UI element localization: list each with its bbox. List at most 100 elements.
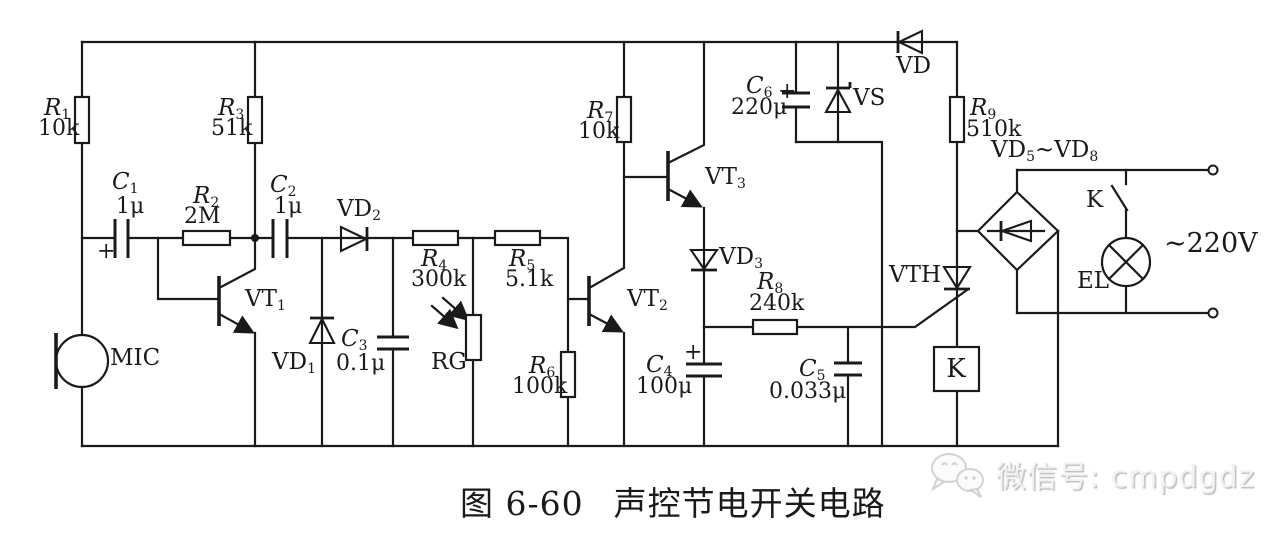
- label-c6: C6: [746, 75, 773, 101]
- c6-subscript: 6: [763, 85, 773, 101]
- wire-k-contact: [1110, 168, 1129, 240]
- c1-subscript: 1: [129, 181, 139, 197]
- capacitor-c3-symbol: [377, 335, 409, 351]
- diode-vd3-symbol: [689, 248, 719, 272]
- label-r1-value: 10k: [38, 116, 80, 141]
- resistor-r7-symbol: [615, 95, 633, 144]
- r1-subscript: 1: [61, 107, 71, 123]
- wire-bridge-links: [955, 168, 1060, 448]
- label-r7: R7: [587, 98, 613, 126]
- wire-vt3-collector: [668, 40, 706, 164]
- label-vt1: VT1: [245, 286, 286, 314]
- label-c1-value: 1μ: [116, 194, 145, 219]
- resistor-r1-symbol: [73, 95, 91, 145]
- r2-designator: R: [193, 183, 211, 209]
- r8-subscript: 8: [774, 281, 784, 297]
- wire-vt1-base: [156, 236, 221, 301]
- wire-gate-row: [702, 288, 969, 329]
- label-c4: C4: [646, 354, 673, 380]
- label-r5: R5: [509, 246, 536, 274]
- vt1-designator: VT: [245, 286, 277, 312]
- label-vd: VD: [896, 53, 932, 79]
- vd3-designator: VD: [719, 244, 755, 270]
- r1-designator: R: [44, 95, 62, 121]
- label-el: EL: [1077, 268, 1110, 294]
- label-vt3: VT3: [705, 166, 746, 192]
- label-mic: MIC: [110, 345, 161, 371]
- r6-subscript: 6: [546, 365, 556, 381]
- r3-designator: R: [218, 95, 236, 121]
- resistor-r5-symbol: [493, 229, 542, 247]
- ac-terminal-upper: [1207, 164, 1219, 176]
- label-rg: RG: [431, 349, 467, 375]
- resistor-r2-symbol: [181, 229, 232, 247]
- diode-vd1-symbol: [308, 316, 336, 345]
- wire-vt2-emitter-arrow: [589, 313, 624, 333]
- wire-filter-ground: [794, 140, 884, 448]
- bridge-rectifier-symbol: [976, 190, 1060, 272]
- resistor-r8-symbol: [751, 318, 799, 336]
- c3-subscript: 3: [358, 338, 368, 354]
- wire-vt3-emitter-arrow: [668, 188, 703, 208]
- label-c6-value: 220μ: [731, 95, 788, 120]
- r5-subscript: 5: [526, 258, 536, 274]
- resistor-r4-symbol: [411, 229, 460, 247]
- label-c2: C2: [270, 172, 297, 200]
- r4-subscript: 4: [438, 258, 448, 274]
- c5-designator: C: [799, 356, 817, 382]
- resistor-r9-symbol: [948, 95, 966, 144]
- label-vth: VTH: [889, 262, 942, 288]
- vd3-subscript: 3: [754, 256, 763, 272]
- wire-vt1-emitter-arrow: [219, 313, 255, 334]
- wechat-icon: [930, 453, 984, 498]
- microphone-symbol: [54, 333, 110, 389]
- vt2-subscript: 2: [658, 298, 668, 314]
- label-r8: R8: [757, 269, 784, 297]
- r6-designator: R: [529, 353, 547, 379]
- vd8-designator: ~VD: [1034, 137, 1090, 163]
- vd1-designator: VD: [272, 349, 308, 375]
- c2-designator: C: [270, 172, 288, 198]
- diode-vd-symbol: [896, 29, 924, 55]
- c2-subscript: 2: [287, 184, 297, 200]
- relay-k-symbol: [932, 345, 981, 393]
- label-vd5-vd8: VD5~VD8: [991, 137, 1099, 165]
- vd2-designator: VD: [337, 196, 373, 222]
- label-r6-value: 100k: [512, 374, 568, 399]
- figure-title: 声控节电开关电路: [613, 484, 886, 523]
- vd8-subscript: 8: [1089, 149, 1099, 165]
- rg-light-arrow-1: [430, 304, 459, 330]
- label-c5: C5: [799, 356, 826, 384]
- label-r9-value: 510k: [966, 117, 1022, 142]
- label-vd3: VD3: [719, 244, 763, 272]
- r4-designator: R: [421, 246, 439, 272]
- label-r7-value: 10k: [578, 119, 620, 144]
- capacitor-c6-symbol: [782, 91, 810, 109]
- label-r8-value: 240k: [749, 291, 805, 316]
- label-c4-value: 100μ: [636, 374, 693, 399]
- label-vd2: VD2: [337, 196, 381, 224]
- label-k-relay: K: [946, 354, 966, 384]
- label-c1-polarity: +: [97, 239, 116, 264]
- label-vt2: VT2: [627, 288, 668, 314]
- c5-subscript: 5: [816, 368, 826, 384]
- vd5-subscript: 5: [1026, 149, 1035, 165]
- label-r5-value: 5.1k: [505, 267, 554, 292]
- r8-designator: R: [757, 269, 775, 295]
- junction-dot: [251, 234, 259, 242]
- watermark-text: 微信号: cmpdgdz: [996, 460, 1256, 495]
- label-vs: VS: [853, 85, 886, 111]
- r5-designator: R: [509, 246, 527, 272]
- label-r3: R3: [218, 95, 244, 123]
- vt3-subscript: 3: [736, 176, 746, 192]
- label-c1: C1: [112, 169, 139, 197]
- label-c2-value: 1μ: [274, 194, 303, 219]
- r7-designator: R: [587, 98, 605, 124]
- component-layer: [54, 29, 1219, 399]
- c1-designator: C: [112, 169, 130, 195]
- vd1-subscript: 1: [307, 361, 316, 377]
- label-r4: R4: [421, 246, 448, 274]
